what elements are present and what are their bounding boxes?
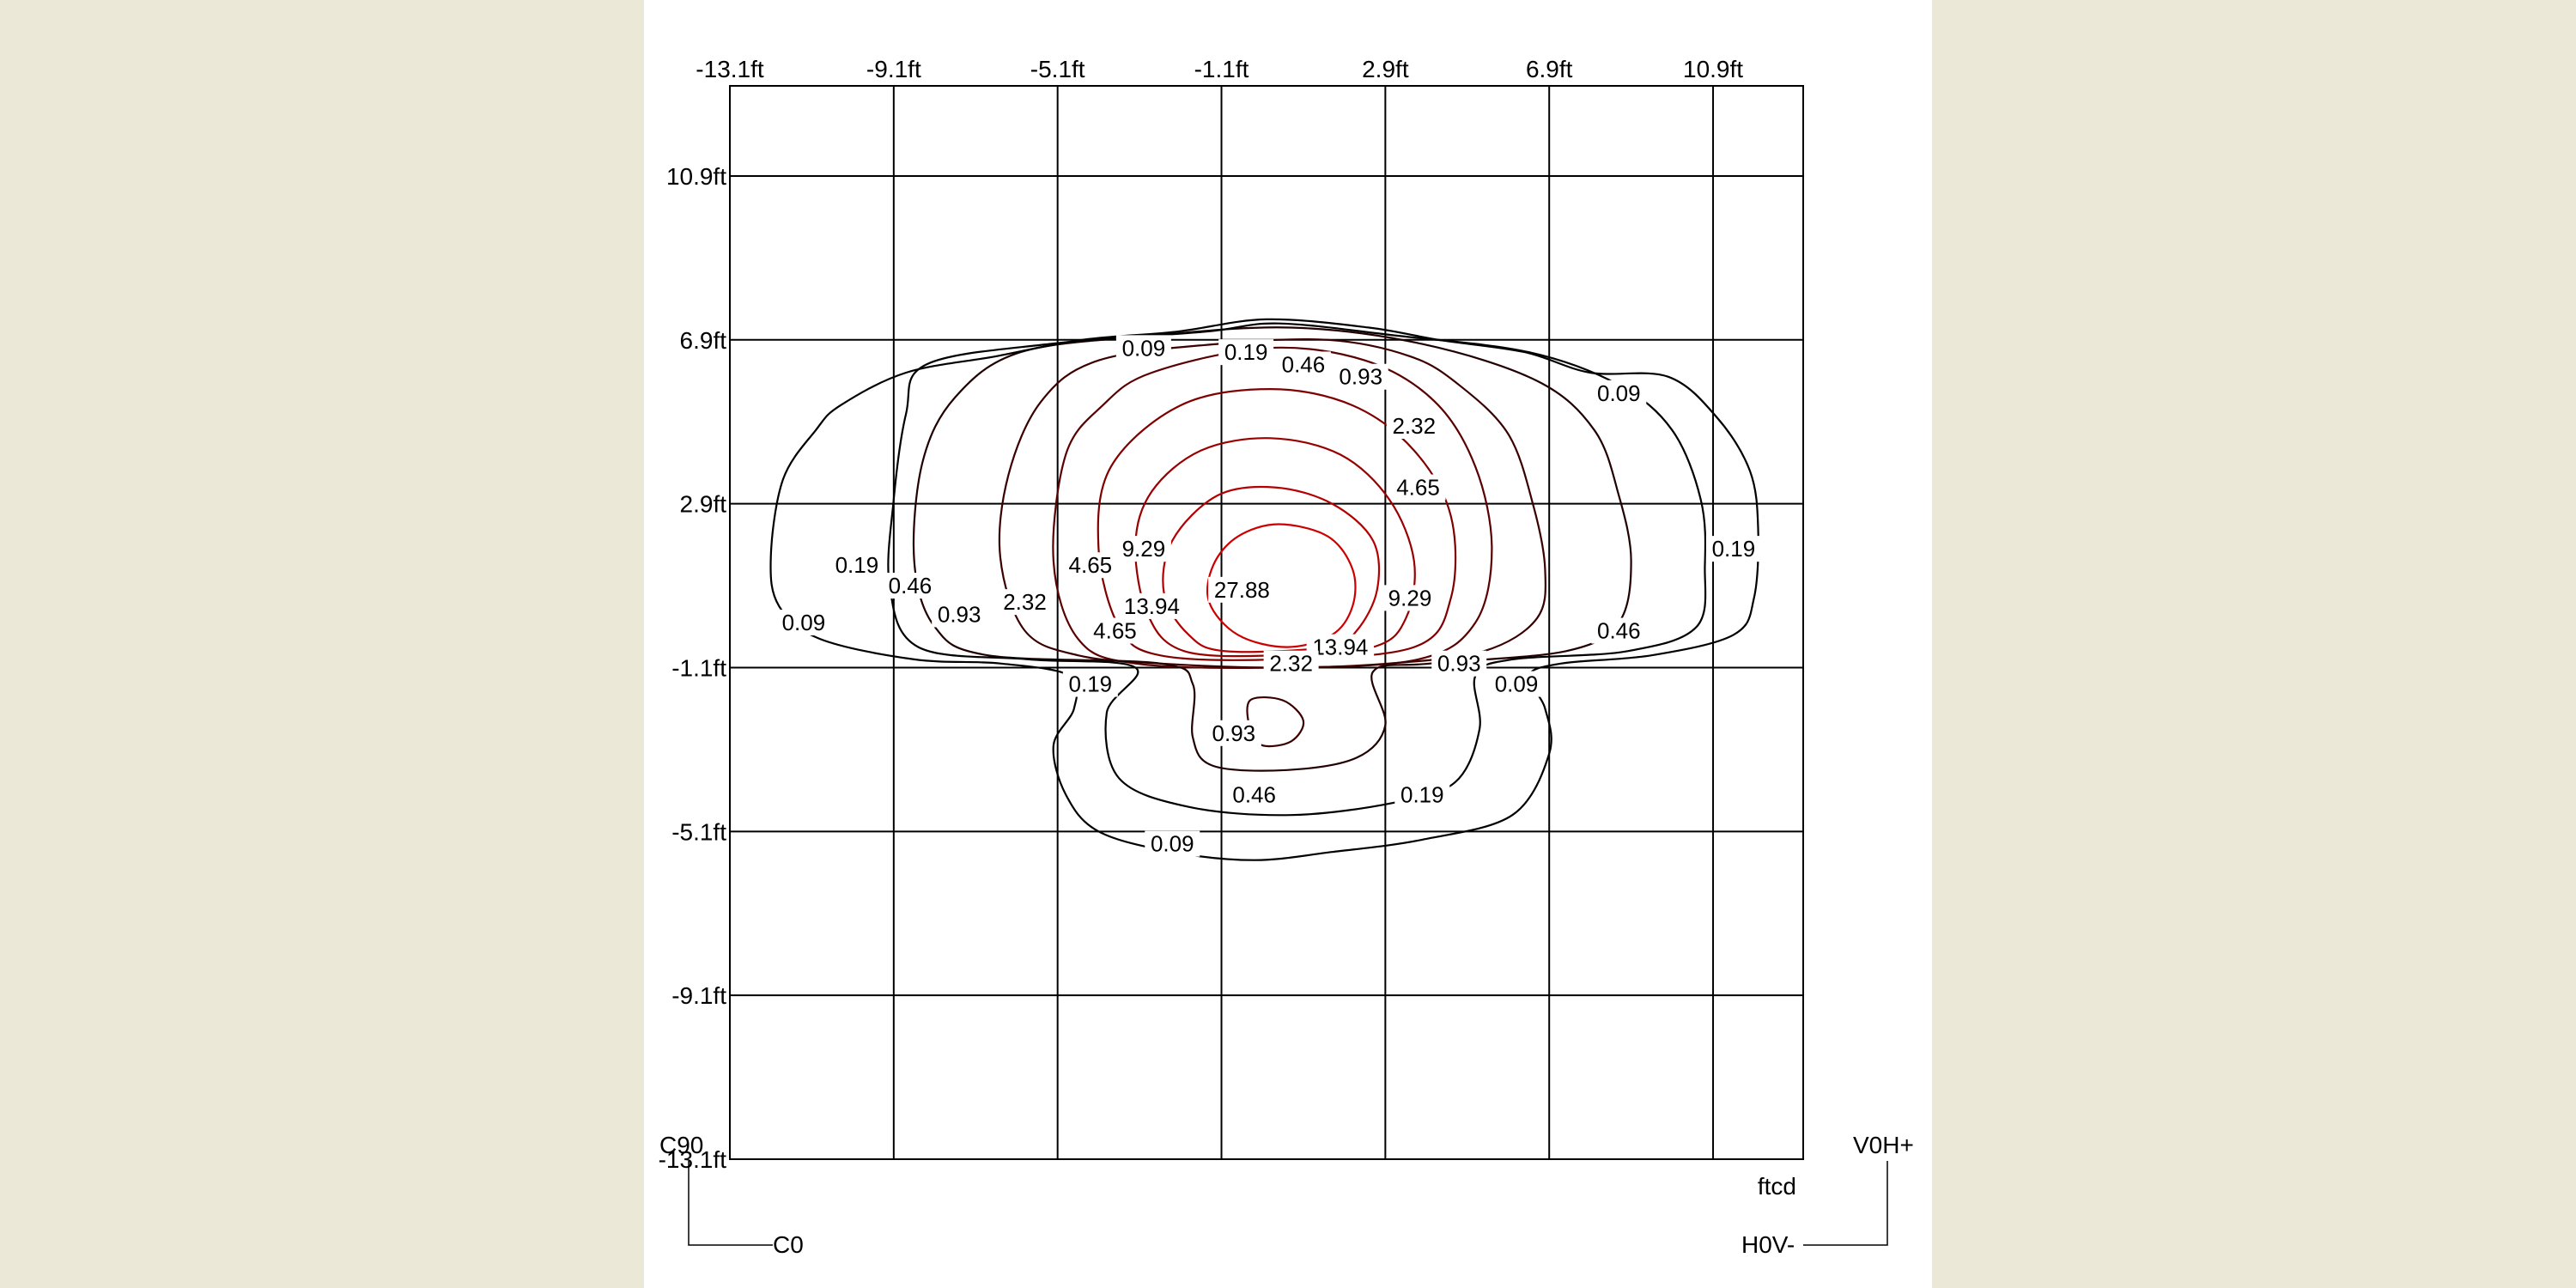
contour-label-backdrop xyxy=(1591,617,1647,644)
contour-value-label: 0.19 xyxy=(1400,781,1444,807)
y-tick-label: 10.9ft xyxy=(666,163,726,190)
contour-label-backdrop xyxy=(1591,380,1647,406)
contour-label-backdrop xyxy=(775,610,831,635)
contour-value-label: 9.29 xyxy=(1122,536,1166,562)
contour-label-backdrop xyxy=(1390,474,1446,501)
contour-label-backdrop xyxy=(1145,830,1200,857)
contour-label-backdrop xyxy=(1489,671,1545,697)
contour-label-backdrop xyxy=(1263,650,1319,677)
c-bracket xyxy=(688,1161,773,1246)
contour-label-backdrop xyxy=(1218,339,1274,366)
contour-label-backdrop xyxy=(1333,363,1388,390)
contour-label-backdrop xyxy=(1431,650,1487,677)
x-tick-label: -13.1ft xyxy=(696,56,764,82)
contour-label-backdrop xyxy=(1275,351,1331,378)
contour-value-label: 4.65 xyxy=(1093,618,1137,644)
y-tick-label: -9.1ft xyxy=(671,982,726,1009)
v-bracket xyxy=(1803,1161,1888,1246)
y-tick-label: 2.9ft xyxy=(680,491,727,518)
contour-value-label: 0.46 xyxy=(1282,351,1326,377)
axis-tick-labels: -13.1ft -9.1ft -5.1ft -1.1ft 2.9ft 6.9ft 10.9f… xyxy=(659,56,1744,1173)
c0-label: C0 xyxy=(773,1231,804,1258)
x-tick-label: 2.9ft xyxy=(1362,56,1409,82)
contour-label-backdrop xyxy=(829,552,884,579)
contour-label-backdrop xyxy=(1226,781,1282,808)
photometric-sheet: 27.88 13.94 13.94 9.29 9.29 4.65 4.65 4.65 2.32 2… xyxy=(644,0,1932,1288)
contour-labels: 27.88 13.94 13.94 9.29 9.29 4.65 4.65 4.65 2.32 2… xyxy=(775,335,1761,857)
grid xyxy=(729,85,1804,1160)
contour-label-backdrop xyxy=(932,601,987,628)
contour-value-label: 0.46 xyxy=(1597,618,1641,644)
v0h-plus-label: V0H+ xyxy=(1853,1132,1914,1158)
contour-value-label: 13.94 xyxy=(1124,593,1180,619)
h0v-minus-label: H0V- xyxy=(1741,1231,1795,1258)
contour-value-label: 0.09 xyxy=(1122,335,1166,361)
contour-value-label: 0.19 xyxy=(1224,339,1268,365)
contour-value-label: 13.94 xyxy=(1312,635,1368,660)
c90-label: C90 xyxy=(659,1132,703,1158)
contour-value-label: 0.46 xyxy=(1232,781,1276,807)
contour-13-94 xyxy=(1162,485,1381,653)
contour-label-backdrop xyxy=(1062,552,1118,579)
contour-label-backdrop xyxy=(1115,536,1171,562)
contour-value-label: 4.65 xyxy=(1069,552,1113,578)
contour-label-backdrop xyxy=(997,589,1053,616)
y-tick-label: 6.9ft xyxy=(680,327,727,354)
orientation-markers: C90 C0 V0H+ H0V- ftcd xyxy=(659,1132,1914,1258)
contour-value-label: 0.93 xyxy=(1212,720,1256,746)
contour-4-65 xyxy=(1097,388,1457,661)
contour-value-label: 0.93 xyxy=(1339,364,1382,390)
y-tick-label: -13.1ft xyxy=(659,1146,727,1173)
contour-value-label: 9.29 xyxy=(1388,585,1432,611)
contour-label-backdrop xyxy=(1062,671,1118,697)
y-tick-label: -5.1ft xyxy=(671,818,726,845)
contour-label-backdrop xyxy=(1705,536,1761,562)
contour-value-label: 0.19 xyxy=(1069,671,1113,697)
x-tick-label: -9.1ft xyxy=(866,56,921,82)
isolux-contour-chart: 27.88 13.94 13.94 9.29 9.29 4.65 4.65 4.65 2.32 2… xyxy=(659,56,1914,1258)
contour-label-backdrop xyxy=(1208,576,1276,603)
contour-value-label: 27.88 xyxy=(1214,577,1270,603)
contour-value-label: 4.65 xyxy=(1396,475,1440,501)
contour-label-backdrop xyxy=(1394,781,1450,808)
contour-label-backdrop xyxy=(1115,335,1171,361)
contour-value-label: 2.32 xyxy=(1392,413,1436,439)
contour-label-backdrop xyxy=(1382,585,1437,611)
contour-value-label: 0.46 xyxy=(889,573,933,598)
contour-value-label: 2.32 xyxy=(1269,651,1313,677)
contour-value-label: 0.09 xyxy=(1597,380,1641,406)
contour-label-backdrop xyxy=(1087,617,1143,644)
contour-label-backdrop xyxy=(882,573,938,599)
contour-label-backdrop xyxy=(1206,720,1261,746)
contour-value-label: 0.09 xyxy=(782,610,826,635)
y-tick-label: -1.1ft xyxy=(671,654,726,681)
contour-value-label: 0.09 xyxy=(1495,671,1539,697)
contour-value-label: 0.19 xyxy=(835,552,879,578)
contour-value-label: 2.32 xyxy=(1003,589,1047,615)
contour-value-label: 0.09 xyxy=(1151,831,1194,857)
unit-label: ftcd xyxy=(1758,1173,1796,1200)
x-tick-label: 10.9ft xyxy=(1683,56,1743,82)
contour-value-label: 0.93 xyxy=(1437,651,1481,677)
contour-0-19 xyxy=(887,322,1707,817)
x-tick-label: -5.1ft xyxy=(1030,56,1085,82)
contour-label-backdrop xyxy=(1118,592,1186,619)
x-tick-label: -1.1ft xyxy=(1194,56,1249,82)
contour-value-label: 0.93 xyxy=(938,601,981,627)
contour-0-46 xyxy=(912,326,1632,772)
contour-value-label: 0.19 xyxy=(1712,536,1756,562)
contour-label-backdrop xyxy=(1386,412,1442,439)
x-tick-label: 6.9ft xyxy=(1526,56,1573,82)
